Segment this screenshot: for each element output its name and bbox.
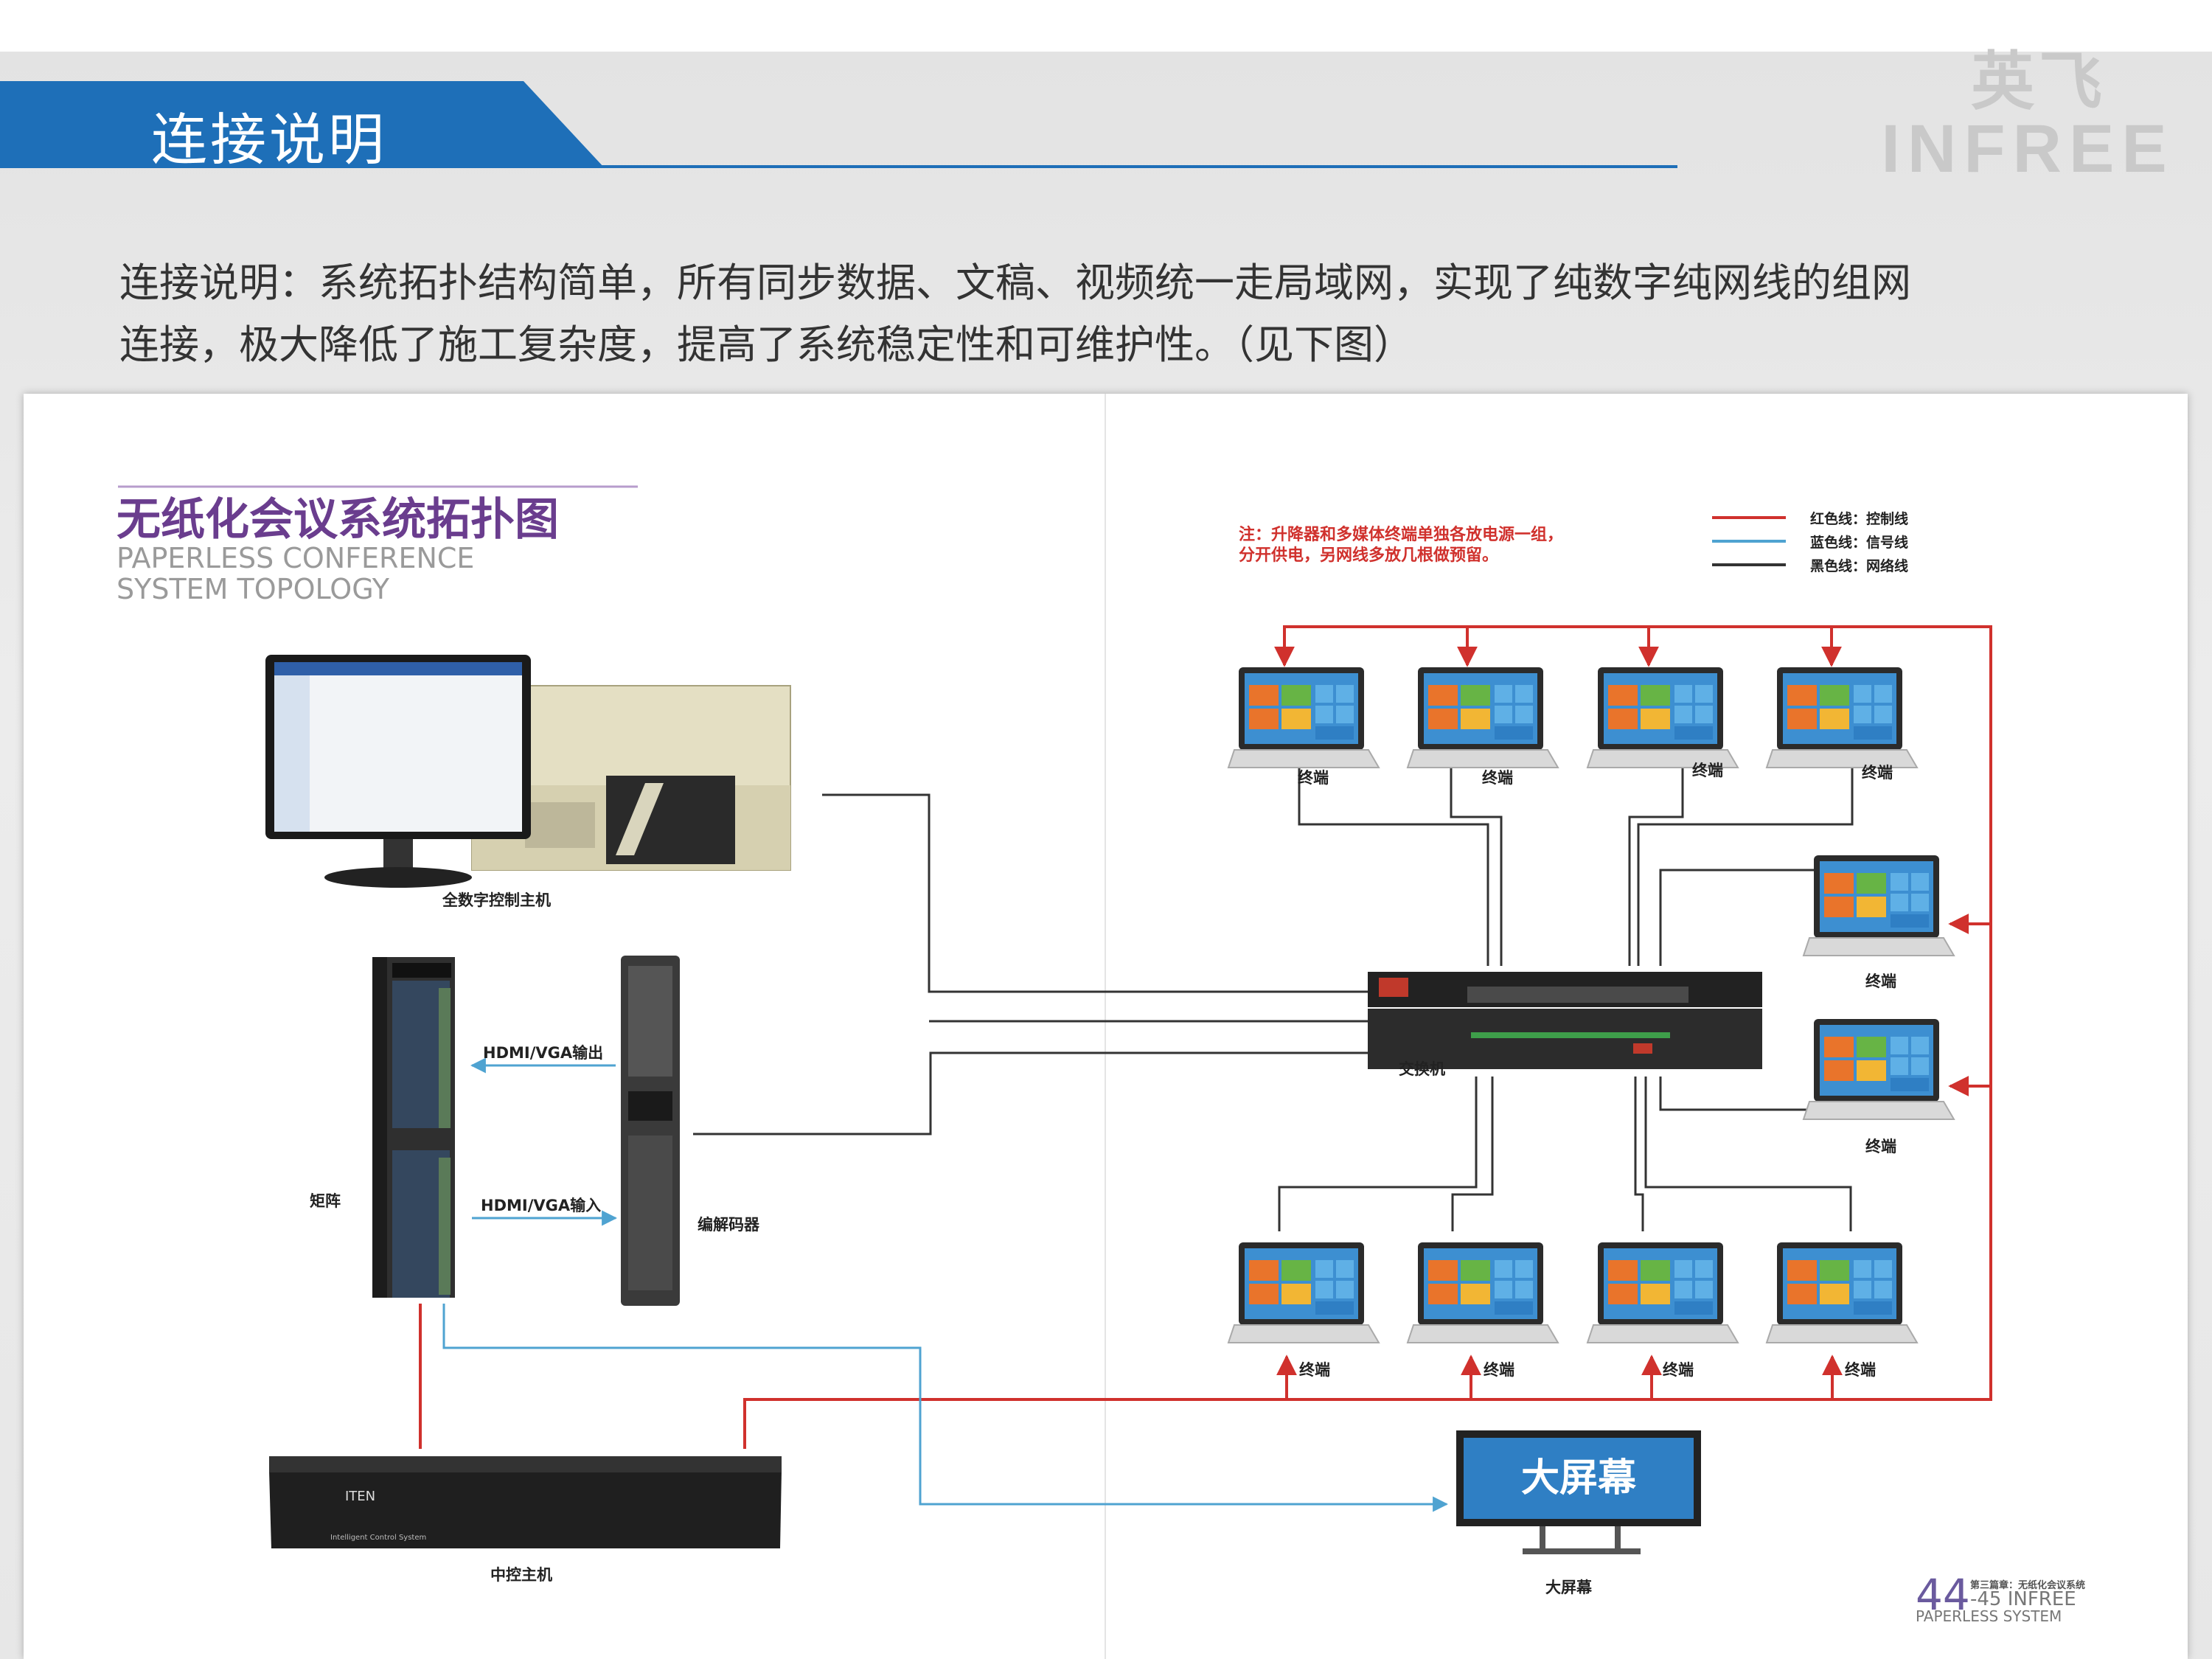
terminal-6 xyxy=(1803,1018,1955,1120)
terminal-label-3: 终端 xyxy=(1692,762,1723,779)
terminal-label-8: 终端 xyxy=(1484,1361,1514,1379)
terminal-label-2: 终端 xyxy=(1482,769,1513,787)
switch-label: 交换机 xyxy=(1399,1060,1445,1078)
page-chapter: 第三篇章：无纸化会议系统 xyxy=(1970,1579,2085,1591)
terminal-8 xyxy=(1407,1242,1559,1343)
terminal-label-9: 终端 xyxy=(1663,1361,1694,1379)
central-control-device: ITEN Intelligent Control System xyxy=(269,1456,782,1548)
terminal-10 xyxy=(1766,1242,1918,1343)
page-fold xyxy=(1105,394,1106,1659)
legend-label-red: 红色线：控制线 xyxy=(1810,510,1908,527)
matrix-label: 矩阵 xyxy=(310,1192,341,1210)
terminal-2 xyxy=(1407,667,1559,768)
title-underline xyxy=(0,165,1677,168)
page-number-block: 44 第三篇章：无纸化会议系统 -45 INFREE PAPERLESS SYS… xyxy=(1916,1570,2085,1625)
terminal-label-10: 终端 xyxy=(1845,1361,1876,1379)
intro-line-2: 连接，极大降低了施工复杂度，提高了系统稳定性和可维护性。（见下图） xyxy=(119,321,1413,368)
switch-device xyxy=(1368,972,1762,1069)
matrix-device xyxy=(372,957,455,1298)
intro-paragraph: 连接说明：系统拓扑结构简单，所有同步数据、文稿、视频统一走局域网，实现了纯数字纯… xyxy=(119,252,2110,376)
central-control-brand: ITEN xyxy=(345,1489,375,1504)
network-lines xyxy=(693,768,1854,1231)
central-control-label: 中控主机 xyxy=(490,1566,552,1584)
diagram-title-en-1: PAPERLESS CONFERENCE xyxy=(116,542,474,574)
hdmi-input-label: HDMI/VGA输入 xyxy=(481,1197,601,1214)
page-system: PAPERLESS SYSTEM xyxy=(1916,1607,2062,1625)
terminal-label-1: 终端 xyxy=(1298,769,1329,787)
big-screen-display-text: 大屏幕 xyxy=(1521,1456,1637,1500)
big-screen-device: 大屏幕 xyxy=(1456,1430,1701,1554)
legend: 红色线：控制线 蓝色线：信号线 黑色线：网络线 xyxy=(1712,510,1908,574)
legend-label-black: 黑色线：网络线 xyxy=(1810,557,1908,574)
terminal-4 xyxy=(1766,667,1918,768)
terminal-label-5: 终端 xyxy=(1865,973,1896,990)
control-lines xyxy=(419,625,1992,1449)
diagram-title-cn: 无纸化会议系统拓扑图 xyxy=(116,494,559,546)
brand-logo-en: INFREE xyxy=(1881,111,2174,187)
big-screen-label: 大屏幕 xyxy=(1545,1579,1593,1596)
intro-line-1: 连接说明：系统拓扑结构简单，所有同步数据、文稿、视频统一走局域网，实现了纯数字纯… xyxy=(119,260,1911,306)
brand-logo-cn: 英飞 xyxy=(1971,45,2107,119)
page-number: 44 xyxy=(1916,1570,1970,1620)
terminal-5 xyxy=(1803,855,1955,956)
signal-lines xyxy=(442,1057,1449,1512)
codec-device xyxy=(621,956,680,1306)
hdmi-output-label: HDMI/VGA输出 xyxy=(483,1044,603,1062)
terminal-3 xyxy=(1587,667,1739,768)
legend-label-blue: 蓝色线：信号线 xyxy=(1810,534,1908,551)
control-host-label: 全数字控制主机 xyxy=(442,891,551,909)
note-line-2: 分开供电，另网线多放几根做预留。 xyxy=(1239,546,1498,565)
terminal-1 xyxy=(1228,667,1380,768)
page-range: -45 INFREE xyxy=(1970,1588,2076,1610)
central-control-model: Intelligent Control System xyxy=(330,1534,426,1542)
control-host-device xyxy=(265,655,791,888)
terminal-label-4: 终端 xyxy=(1862,764,1893,782)
note-line-1: 注：升降器和多媒体终端单独各放电源一组， xyxy=(1239,525,1563,544)
terminal-label-6: 终端 xyxy=(1865,1138,1896,1155)
section-title: 连接说明 xyxy=(151,107,387,173)
diagram-title-en-2: SYSTEM TOPOLOGY xyxy=(116,573,390,605)
terminal-9 xyxy=(1587,1242,1739,1343)
title-banner xyxy=(0,81,605,168)
terminal-7 xyxy=(1228,1242,1380,1343)
terminal-label-7: 终端 xyxy=(1299,1361,1330,1379)
codec-label: 编解码器 xyxy=(698,1216,760,1234)
